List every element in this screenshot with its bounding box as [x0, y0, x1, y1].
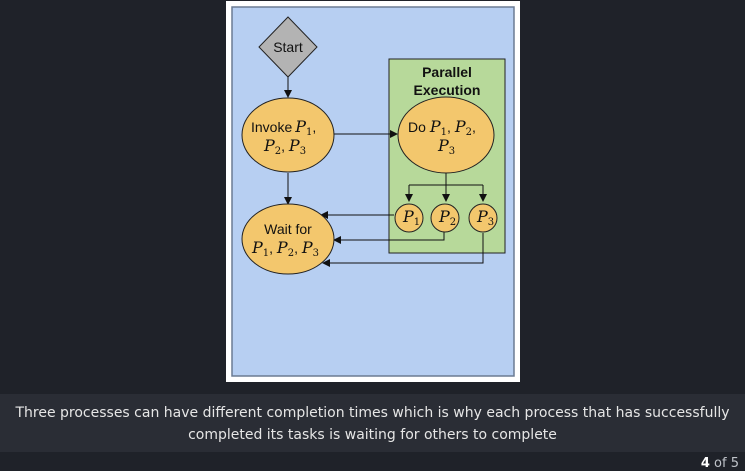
p1-node	[394, 203, 424, 233]
counter-separator: of	[714, 456, 727, 471]
wait-node	[241, 203, 335, 275]
caption-bar: Three processes can have different compl…	[0, 394, 745, 452]
group-title-line1: Parallel	[422, 64, 472, 80]
current-slide-number: 4	[700, 456, 710, 471]
invoke-label-line2: P2, P3	[263, 136, 306, 157]
p3-label: P3	[476, 207, 494, 228]
wait-label-line2: P1, P2, P3	[251, 238, 319, 259]
slide-counter: 4 of 5	[701, 456, 739, 471]
slide-caption: Three processes can have different compl…	[15, 405, 730, 443]
do-node	[397, 96, 495, 174]
total-slides: 5	[730, 456, 739, 471]
p3-node	[468, 203, 498, 233]
do-label-line2: P3	[437, 136, 455, 157]
start-label: Start	[273, 39, 303, 55]
p2-node	[430, 203, 460, 233]
arrow-p3-wait	[322, 233, 484, 267]
p2-label: P2	[438, 207, 456, 228]
group-title-line2: Execution	[414, 82, 481, 98]
arrow-p2-wait	[333, 231, 445, 244]
p1-label: P1	[402, 207, 420, 228]
wait-label-line1: Wait for	[264, 221, 312, 237]
invoke-node	[241, 97, 335, 173]
